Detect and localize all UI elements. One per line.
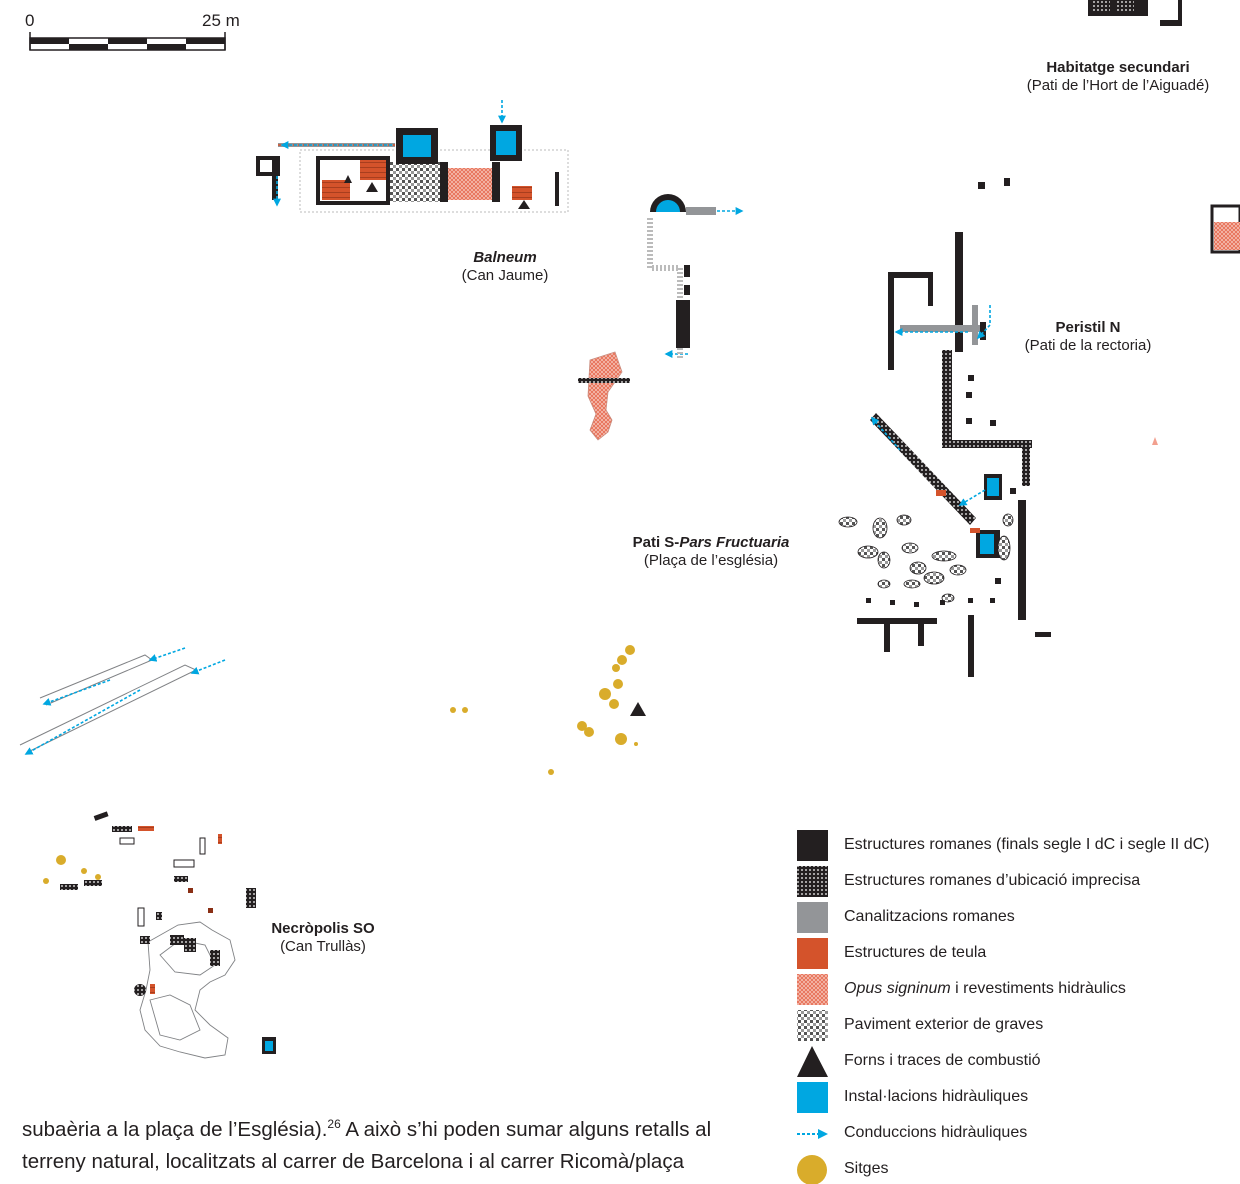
paragraph-text-after: A això s’hi poden sumar alguns retalls a…	[22, 1117, 712, 1173]
legend-swatch-tile	[797, 938, 828, 969]
legend-item-gravel: Paviment exterior de graves	[797, 1010, 1237, 1040]
legend-label: Conduccions hidràuliques	[844, 1124, 1028, 1141]
legend-label: Estructures de teula	[844, 944, 987, 961]
scale-end-label: 25 m	[202, 11, 240, 30]
balneum-structures	[256, 125, 569, 213]
label-peristil-subtitle: (Pati de la rectoria)	[1024, 337, 1152, 354]
legend-label: Sitges	[844, 1160, 889, 1177]
legend-item-tile: Estructures de teula	[797, 938, 1237, 968]
legend-label: Forns i traces de combustió	[844, 1052, 1041, 1069]
peristil-structures	[857, 178, 1051, 677]
legend-label: Instal·lacions hidràuliques	[844, 1088, 1029, 1105]
legend-label: Canalitzacions romanes	[844, 908, 1015, 925]
label-habitatge-subtitle: (Pati de l’Hort de l’Aiguadé)	[1026, 77, 1210, 94]
legend-label: Paviment exterior de graves	[844, 1016, 1044, 1033]
legend-swatch-kiln	[797, 1046, 828, 1077]
legend-swatch-hydraulic	[797, 1082, 828, 1113]
red-mark-east	[1152, 437, 1158, 445]
legend-label: Estructures romanes d’ubicació imprecisa	[844, 872, 1141, 889]
body-paragraph: subaèria a la plaça de l’Església).26 A …	[22, 1108, 762, 1178]
label-peristil-title: Peristil N	[1055, 319, 1121, 336]
paragraph-text-before: subaèria a la plaça de l’Església).	[22, 1117, 328, 1141]
legend-label-rest: i revestiments hidràulics	[950, 980, 1126, 997]
legend-swatch-structure	[797, 830, 828, 861]
peristil-conduits	[870, 305, 991, 506]
legend-item-hydraulic: Instal·lacions hidràuliques	[797, 1082, 1237, 1112]
legend-item-structure: Estructures romanes (finals segle I dC i…	[797, 830, 1237, 860]
legend-item-canal: Canalitzacions romanes	[797, 902, 1237, 932]
legend-item-signinum: Opus signinum i revestiments hidràulics	[797, 974, 1237, 1004]
legend-item-silo: Sitges	[797, 1154, 1237, 1184]
label-habitatge: Habitatge secundari (Pati de l’Hort de l…	[1000, 59, 1236, 95]
scale-bar	[29, 32, 226, 51]
kiln-triangle-central	[630, 702, 646, 716]
habitatge-structures	[1088, 0, 1240, 254]
scale-start-label: 0	[25, 11, 35, 30]
legend-label: Opus signinum i revestiments hidràulics	[844, 980, 1126, 998]
legend-swatches	[797, 830, 828, 1184]
label-pati-s-italic: Pars Fructuaria	[679, 534, 790, 551]
legend-label-italic: Opus signinum	[844, 980, 951, 997]
label-pati-s-title: Pati S-Pars Fructuaria	[616, 534, 806, 552]
label-balneum-subtitle: (Can Jaume)	[461, 267, 549, 284]
legend-item-kiln: Forns i traces de combustió	[797, 1046, 1237, 1076]
label-pati-s: Pati S-Pars Fructuaria (Plaça de l’esglé…	[616, 534, 806, 570]
label-necropolis-title: Necròpolis SO	[271, 920, 375, 937]
label-pati-s-prefix: Pati S-	[632, 534, 680, 551]
silos-central	[450, 645, 638, 775]
legend-item-conduit: Conduccions hidràuliques	[797, 1118, 1237, 1148]
legend-swatch-silo	[797, 1155, 827, 1184]
label-necropolis: Necròpolis SO (Can Trullàs)	[258, 920, 388, 956]
silos-necropolis	[43, 855, 101, 884]
legend-swatch-gravel	[797, 1010, 828, 1041]
label-necropolis-subtitle: (Can Trullàs)	[280, 938, 366, 955]
label-pati-s-subtitle: (Plaça de l’església)	[643, 552, 779, 569]
label-balneum: Balneum (Can Jaume)	[440, 249, 570, 285]
label-balneum-title: Balneum	[473, 249, 537, 266]
gravel-pavement-patches	[838, 513, 1014, 603]
necropolis-structures	[60, 811, 276, 1059]
legend-swatch-canal	[797, 902, 828, 933]
footnote-ref: 26	[327, 1117, 341, 1131]
legend-swatch-imprecise	[797, 866, 828, 897]
central-apse	[578, 194, 716, 441]
legend-label: Estructures romanes (finals segle I dC i…	[844, 836, 1210, 853]
label-peristil: Peristil N (Pati de la rectoria)	[1006, 319, 1170, 355]
western-conduits	[24, 647, 226, 755]
label-habitatge-title: Habitatge secundari	[1046, 59, 1190, 76]
legend-swatch-signinum	[797, 974, 828, 1005]
legend-item-imprecise: Estructures romanes d’ubicació imprecisa	[797, 866, 1237, 896]
